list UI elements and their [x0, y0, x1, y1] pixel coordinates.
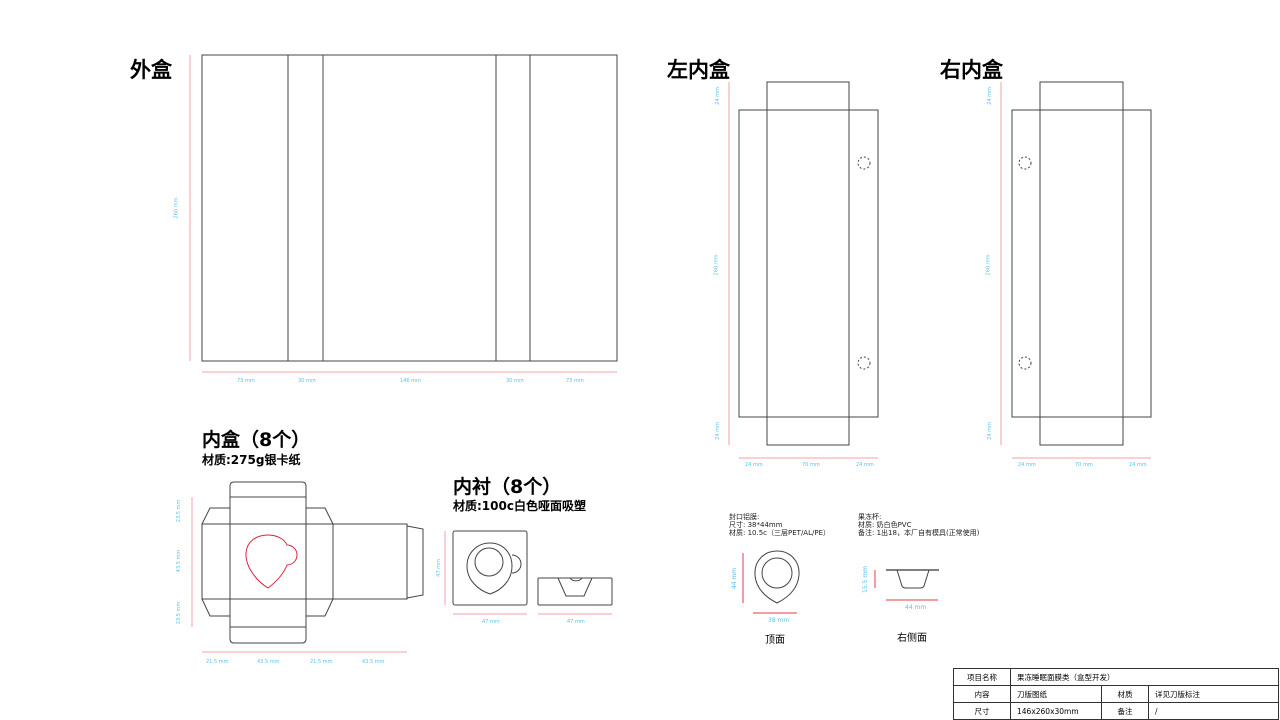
spec-line: 材质: 10.5c（三层PET/AL/PE） [729, 529, 830, 537]
dim-label: 47 mm [482, 619, 500, 625]
liner-dieline [452, 530, 613, 606]
right-inner-box-title: 右内盒 [940, 58, 1003, 82]
cup-side-view [886, 569, 939, 589]
left-inner-box-title: 左内盒 [667, 58, 730, 82]
spec-line: 果冻杯: [858, 513, 882, 521]
dim-label: 24 mm [714, 422, 721, 440]
content-value: 刀版图纸 [1010, 685, 1102, 703]
side-view-label: 右侧面 [897, 633, 927, 644]
outer-box-title: 外盒 [130, 58, 172, 82]
content-label: 内容 [953, 685, 1011, 703]
liner-title: 内衬（8个） [453, 476, 562, 498]
spec-line: 材质: 奶白色PVC [858, 521, 912, 529]
note-value: / [1148, 702, 1279, 720]
spec-line: 封口铝膜: [729, 513, 760, 521]
dim-label: 23.5 mm [176, 499, 183, 523]
dim-label: 43.5 mm [362, 659, 385, 665]
inner-box-material: 材质:275g银卡纸 [202, 453, 301, 467]
top-view-label: 顶面 [765, 635, 785, 646]
dim-label: 47 mm [435, 559, 442, 577]
dim-label: 146 mm [400, 378, 421, 384]
size-value: 146x260x30mm [1010, 702, 1102, 720]
size-label: 尺寸 [953, 702, 1011, 720]
seal-film-spec: 封口铝膜: 尺寸: 38*44mm 材质: 10.5c（三层PET/AL/PE） [729, 513, 830, 537]
dim-label: 24 mm [745, 462, 763, 468]
cup-top-view [754, 550, 800, 604]
outer-box-dieline [201, 54, 618, 362]
cup-spec: 果冻杯: 材质: 奶白色PVC 备注: 1出18，本厂自有模具(正常使用) [858, 513, 979, 537]
dim-label: 24 mm [986, 87, 993, 105]
note-label: 备注 [1101, 702, 1149, 720]
spec-line: 尺寸: 38*44mm [729, 521, 783, 529]
dim-label: 260 mm [985, 254, 992, 276]
dim-label: 24 mm [986, 422, 993, 440]
dim-label: 260 mm [173, 197, 180, 219]
right-inner-box-dieline [1011, 81, 1152, 446]
dim-label: 30 mm [506, 378, 524, 384]
liner-material: 材质:100c白色哑面吸塑 [453, 499, 586, 513]
dim-label: 73 mm [566, 378, 584, 384]
left-inner-box-dieline [738, 81, 879, 446]
dim-label: 70 mm [1075, 462, 1093, 468]
dimension-lines [189, 55, 1151, 653]
project-name-label: 项目名称 [953, 668, 1011, 686]
dim-label: 30 mm [298, 378, 316, 384]
dim-label: 21.5 mm [206, 659, 229, 665]
dim-label: 43.5 mm [176, 549, 183, 573]
dim-label: 38 mm [768, 617, 790, 624]
inner-box-title: 内盒（8个） [202, 429, 311, 451]
dim-label: 43.5 mm [257, 659, 280, 665]
dim-label: 47 mm [567, 619, 585, 625]
inner-box-dieline [201, 481, 424, 644]
dim-label: 24 mm [1129, 462, 1147, 468]
project-name-value: 果冻睡眠面膜类（盒型开发） [1010, 668, 1279, 686]
dim-label: 44 mm [905, 604, 927, 611]
dim-label: 23.5 mm [176, 601, 183, 625]
dim-label: 44 mm [731, 567, 739, 590]
dim-label: 70 mm [802, 462, 820, 468]
title-block-table: 项目名称 果冻睡眠面膜类（盒型开发） 内容 刀版图纸 材质 详见刀版标注 尺寸 … [953, 668, 1279, 720]
spec-line: 备注: 1出18，本厂自有模具(正常使用) [858, 529, 980, 537]
material-label: 材质 [1101, 685, 1149, 703]
dim-label: 24 mm [1018, 462, 1036, 468]
dim-label: 21.5 mm [310, 659, 333, 665]
dim-label: 24 mm [714, 87, 721, 105]
dim-label: 24 mm [856, 462, 874, 468]
dim-label: 15.5 mm [861, 566, 869, 593]
dim-label: 73 mm [237, 378, 255, 384]
dim-label: 260 mm [713, 254, 720, 276]
material-value: 详见刀版标注 [1148, 685, 1279, 703]
